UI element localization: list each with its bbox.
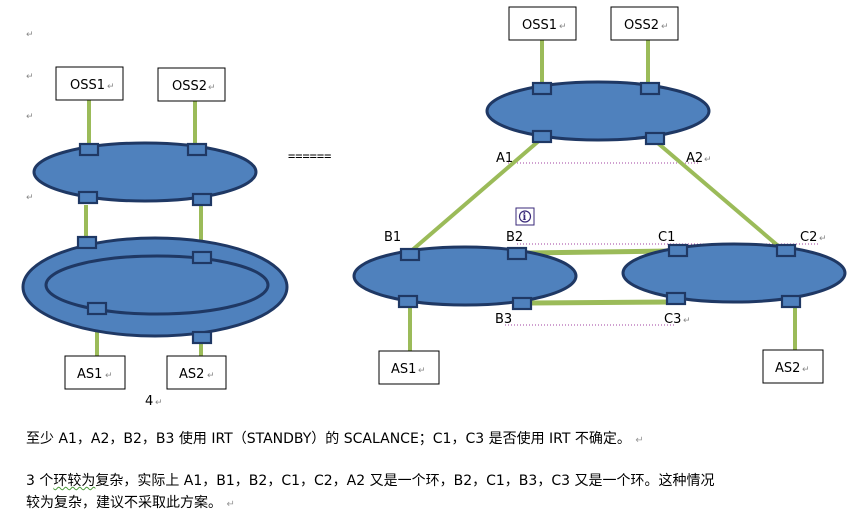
info-glyph: i (523, 212, 527, 223)
separator: ====== (288, 149, 331, 163)
as1-node-right[interactable]: AS1 ↵ (378, 350, 440, 385)
port (531, 81, 553, 96)
ring-b (352, 245, 578, 307)
paragraph-mark: ↵ (26, 30, 34, 40)
as1-label: AS1 (77, 367, 102, 382)
paragraph-mark: ↵ (26, 112, 34, 122)
link-b3-c3 (529, 299, 676, 306)
paragraph-mark: ↵ (26, 72, 34, 82)
port-a1 (531, 129, 553, 144)
link-a1-b1 (408, 137, 543, 254)
paragraph-2: 3 个环较为复杂，实际上 A1，B1，B2，C1，C2，A2 又是一个环，B2，… (26, 470, 856, 516)
port (639, 81, 661, 96)
ring-top-left (32, 141, 258, 203)
as2-label: AS2 (775, 361, 800, 376)
paragraph-mark: ↵ (26, 193, 34, 203)
port (186, 142, 208, 157)
left-diagram: OSS1 ↵ OSS2 ↵ AS1 ↵ AS2 ↵ 4 ↵ (21, 66, 289, 409)
label-b1: B1 (384, 230, 401, 245)
label-c3: C3 (664, 312, 681, 327)
ring-c (621, 242, 847, 304)
label-a1: A1 (496, 151, 513, 166)
port (191, 250, 213, 265)
paragraph-mark: ↵ (704, 155, 712, 165)
paragraph-mark: ↵ (207, 371, 215, 381)
paragraph-mark: ↵ (107, 82, 115, 92)
as1-label: AS1 (391, 362, 416, 377)
spellcheck-squiggle[interactable]: 环较为 (53, 473, 96, 489)
oss1-label: OSS1 (70, 78, 105, 93)
paragraph-2-line2: 较为复杂，建议不采取此方案。 (26, 495, 222, 511)
label-a2: A2 (686, 151, 703, 166)
paragraph-mark: ↵ (661, 22, 669, 32)
port (77, 190, 99, 205)
label-b3: B3 (495, 312, 512, 327)
as2-label: AS2 (179, 367, 204, 382)
paragraph-mark: ↵ (418, 366, 426, 376)
link-b2-c1 (524, 248, 671, 256)
label-c1: C1 (658, 230, 675, 245)
right-diagram: A1 A2 ↵ B1 B2 C1 C2 ↵ B3 C3 ↵ i OSS1 ↵ O… (352, 6, 847, 385)
as1-node-left[interactable]: AS1 ↵ (64, 355, 126, 390)
oss2-label: OSS2 (624, 18, 659, 33)
port (78, 142, 100, 157)
ring-a (485, 80, 711, 142)
oss1-node-right[interactable]: OSS1 ↵ (508, 6, 577, 41)
paragraph-mark: ↵ (208, 83, 216, 93)
port (76, 235, 98, 250)
port-c1 (667, 243, 689, 258)
paragraph-mark: ↵ (635, 435, 644, 446)
port-b1 (399, 247, 421, 262)
port (397, 294, 419, 309)
paragraph-mark: ↵ (226, 499, 235, 510)
paragraph-mark: ↵ (559, 22, 567, 32)
oss2-node-left[interactable]: OSS2 ↵ (157, 67, 226, 102)
label-b2: B2 (506, 230, 523, 245)
paragraph-1: 至少 A1，A2，B2，B3 使用 IRT（STANDBY）的 SCALANCE… (26, 428, 856, 452)
paragraph-mark: ↵ (819, 234, 827, 244)
figure-caption: 4 (145, 394, 153, 409)
port-b2 (506, 246, 528, 261)
port-c3 (665, 291, 687, 306)
link-a2-c2 (651, 137, 785, 252)
as2-node-right[interactable]: AS2 ↵ (762, 349, 824, 384)
as2-node-left[interactable]: AS2 ↵ (166, 355, 227, 390)
port (191, 330, 213, 345)
paragraph-mark: ↵ (683, 316, 691, 326)
port (86, 301, 108, 316)
port (191, 192, 213, 207)
paragraph-2-prefix: 3 个 (26, 473, 54, 489)
oss1-label: OSS1 (522, 18, 557, 33)
port-b3 (511, 296, 533, 311)
network-diagram: ↵ ↵ ↵ ↵ OSS1 ↵ OSS2 ↵ (21, 6, 847, 409)
oss2-node-right[interactable]: OSS2 ↵ (610, 6, 679, 41)
paragraph-2-text: 复杂，实际上 A1，B1，B2，C1，C2，A2 又是一个环，B2，C1，B3，… (95, 473, 715, 489)
port-a2 (644, 131, 666, 146)
paragraph-mark: ↵ (105, 371, 113, 381)
paragraph-mark: ↵ (802, 365, 810, 375)
paragraph-mark: ↵ (155, 398, 163, 408)
oss2-label: OSS2 (172, 79, 207, 94)
port-c2 (775, 243, 797, 258)
paragraph-1-text: 至少 A1，A2，B2，B3 使用 IRT（STANDBY）的 SCALANCE… (26, 431, 631, 447)
label-c2: C2 (800, 230, 817, 245)
port (780, 294, 802, 309)
ring-inner-left (44, 254, 270, 316)
info-icon[interactable]: i (515, 207, 535, 226)
oss1-node-left[interactable]: OSS1 ↵ (55, 66, 124, 101)
